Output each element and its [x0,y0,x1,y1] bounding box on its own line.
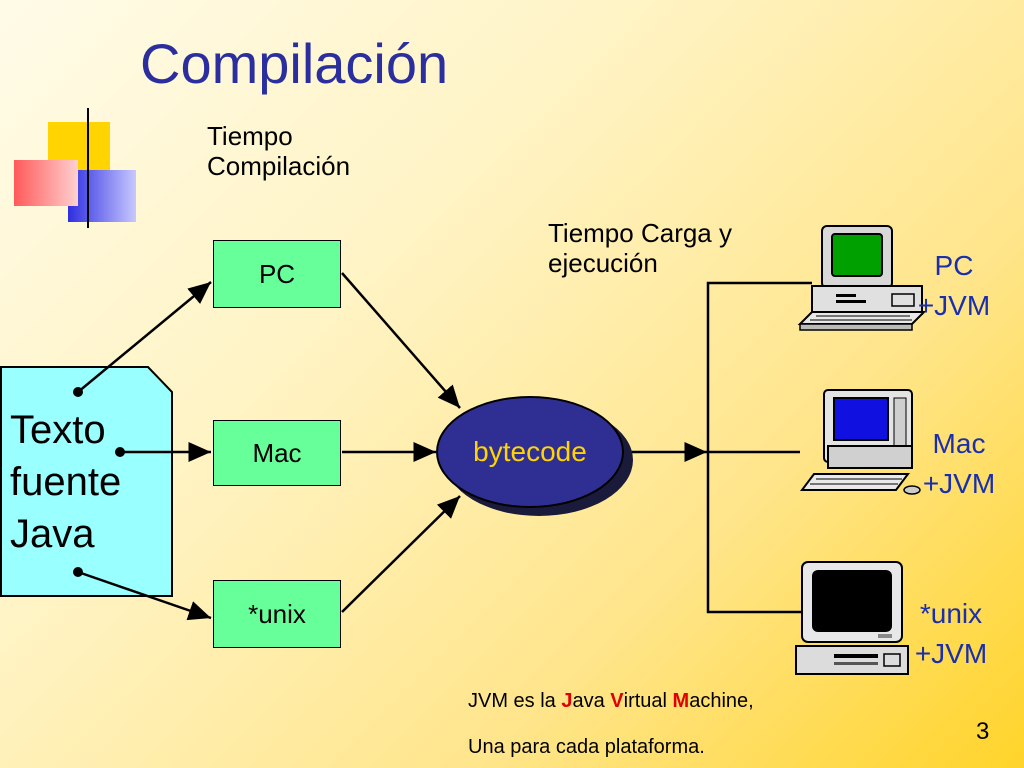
logo-red-square [14,160,78,206]
distribution-bus [706,281,812,614]
target-label-pc: PC +JVM [917,250,991,321]
load-time-label: Tiempo Carga y ejecución [548,218,732,278]
arrow-unix-bytecode [341,495,461,613]
platform-box-pc: PC [213,240,341,308]
logo-blue-square [68,170,136,222]
platform-label: *unix [248,598,306,629]
arrow-source-pc [77,281,212,393]
footnote-line2: Una para cada plataforma. [468,736,705,758]
source-document [0,366,173,597]
platform-label: Mac [252,437,302,468]
target-label-unix: *unix +JVM [914,598,988,669]
decorative-logo [14,108,972,228]
source-text: Texto fuente Java [10,408,122,556]
platform-box-unix: *unix [213,580,341,648]
page-number: 3 [976,718,990,745]
platform-box-mac: Mac [213,420,341,486]
mac-computer-icon [800,389,921,495]
arrow-source-unix [77,570,212,621]
unix-computer-icon [795,561,909,675]
target-label-mac: Mac +JVM [922,428,996,499]
pc-computer-icon [797,225,927,331]
footnote-line1: JVM es la Java Virtual Machine, [468,690,754,712]
page-title: Compilación [140,32,449,95]
arrow-pc-bytecode [341,272,461,409]
bytecode-ellipse: bytecode [436,396,624,508]
compile-time-label: Tiempo Compilación [207,121,351,181]
bytecode-label: bytecode [473,436,587,467]
platform-label: PC [258,258,296,289]
